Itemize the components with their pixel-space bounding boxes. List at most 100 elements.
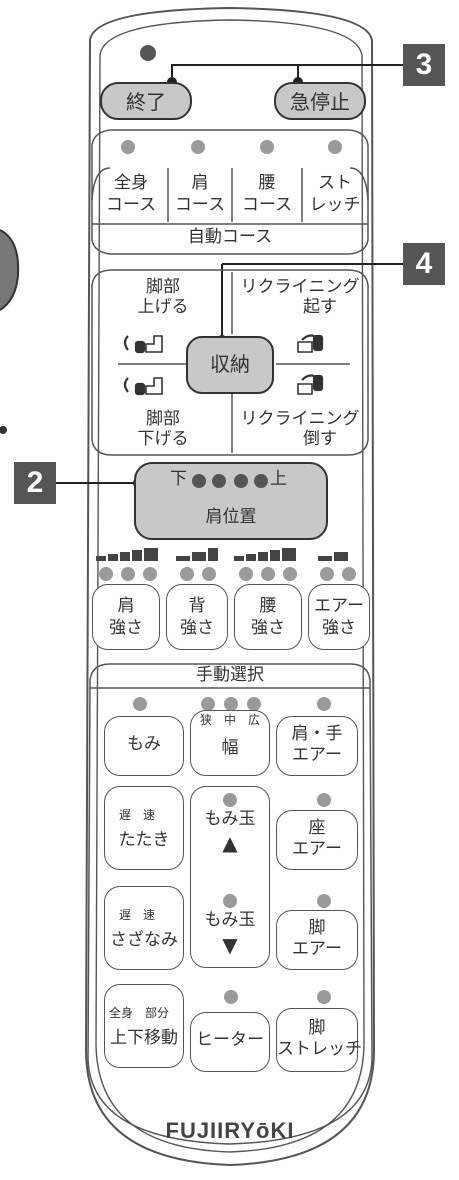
ball-panel <box>190 786 270 968</box>
waist-course-line2: コース <box>241 195 293 215</box>
shoulder-position-low-label: 下 <box>170 469 187 489</box>
waist-intensity-dot-2 <box>261 567 275 581</box>
shoulder-position-button[interactable]: 下 上 肩位置 <box>134 462 328 540</box>
waist-intensity-dot-3 <box>283 567 297 581</box>
up-arrow-icon: ▲ <box>222 831 238 855</box>
heater-label: ヒーター <box>196 1030 264 1050</box>
seat-air-button[interactable]: 座 エアー <box>276 810 358 870</box>
shoulder-intensity-dot-3 <box>143 567 157 581</box>
full-body-course-button[interactable]: 全身 コース <box>96 172 166 222</box>
stretch-course-line2: レッチ <box>309 195 361 215</box>
emergency-stop-button[interactable]: 急停止 <box>274 82 366 120</box>
air-intensity-line2: 強さ <box>322 618 356 638</box>
leg-stretch-button[interactable]: 脚 ストレッチ <box>276 1008 362 1072</box>
seat-air-line2: エアー <box>292 839 342 859</box>
recline-up-button[interactable]: リクライニング 起す <box>234 274 366 364</box>
shoulder-hand-air-button[interactable]: 肩・手 エアー <box>276 716 358 776</box>
back-intensity-dot-1 <box>180 567 194 581</box>
ball-up-button[interactable]: もみ玉 ▲ <box>190 786 270 876</box>
momi-label: もみ <box>127 734 161 754</box>
updown-whole-label: 全身 <box>109 1006 134 1020</box>
seat-air-line1: 座 <box>308 818 326 838</box>
waist-course-button[interactable]: 腰 コース <box>232 172 302 222</box>
sazanami-slow-label: 遅 <box>119 908 132 922</box>
leg-stretch-line1: 脚 <box>308 1018 326 1038</box>
callout-2: 2 <box>14 462 56 504</box>
stretch-course-line1: スト <box>318 173 352 193</box>
width-narrow-label: 狭 <box>200 713 213 727</box>
momi-button[interactable]: もみ <box>104 716 184 776</box>
emergency-stop-label: 急停止 <box>290 90 350 114</box>
tataki-slow-label: 遅 <box>119 808 132 822</box>
shoulder-hand-air-indicator <box>317 697 331 711</box>
updown-move-label: 上下移動 <box>110 1028 178 1048</box>
leg-down-button[interactable]: 脚部 下げる <box>96 366 230 454</box>
momi-indicator <box>133 697 147 711</box>
shoulder-intensity-dot-1 <box>99 567 113 581</box>
recline-down-line2: 倒す <box>303 429 337 449</box>
brand-logo: FUJIIRYōKI <box>165 1118 295 1143</box>
seat-air-indicator <box>317 793 331 807</box>
shoulder-hand-air-line2: エアー <box>292 745 342 765</box>
shoulder-course-line2: コース <box>174 195 226 215</box>
store-button[interactable]: 収納 <box>186 336 274 394</box>
air-intensity-dot-1 <box>320 567 334 581</box>
heater-indicator <box>224 990 238 1004</box>
leg-down-line1: 脚部 <box>146 409 180 429</box>
sazanami-fast-label: 速 <box>143 908 156 922</box>
updown-part-label: 部分 <box>145 1006 170 1020</box>
heater-button[interactable]: ヒーター <box>190 1012 270 1072</box>
shoulder-position-dot-4 <box>254 474 268 488</box>
width-mid-label: 中 <box>224 713 237 727</box>
side-object <box>0 229 20 311</box>
waist-course-line1: 腰 <box>258 173 276 193</box>
ball-up-label: もみ玉 <box>204 809 256 829</box>
sazanami-label: さざなみ <box>110 930 178 950</box>
leg-down-line2: 下げる <box>137 429 189 449</box>
sazanami-button[interactable]: 遅 速 さざなみ <box>104 886 184 970</box>
shoulder-course-button[interactable]: 肩 コース <box>168 172 232 222</box>
leg-stretch-line2: ストレッチ <box>277 1039 362 1059</box>
shoulder-intensity-button[interactable]: 肩 強さ <box>92 584 160 650</box>
full-body-course-line2: コース <box>105 195 157 215</box>
width-label: 幅 <box>221 738 239 758</box>
shoulder-position-high-label: 上 <box>270 469 287 489</box>
tataki-button[interactable]: 遅 速 たたき <box>104 786 184 870</box>
ball-down-button[interactable]: もみ玉 ▼ <box>190 878 270 968</box>
stretch-course-button[interactable]: スト レッチ <box>302 172 368 222</box>
leg-up-line2: 上げる <box>137 297 189 317</box>
air-intensity-line1: エアー <box>314 596 364 616</box>
back-intensity-dot-2 <box>202 567 216 581</box>
leg-air-button[interactable]: 脚 エアー <box>276 910 358 970</box>
back-intensity-button[interactable]: 背 強さ <box>166 584 228 650</box>
leg-up-button[interactable]: 脚部 上げる <box>96 274 230 364</box>
shoulder-intensity-line1: 肩 <box>117 596 135 616</box>
shoulder-course-line1: 肩 <box>191 173 209 193</box>
manual-select-header: 手動選択 <box>196 665 264 685</box>
width-wide-label: 広 <box>248 713 261 727</box>
waist-intensity-button[interactable]: 腰 強さ <box>234 584 302 650</box>
down-arrow-icon: ▼ <box>222 933 238 957</box>
recline-down-line1: リクライニング <box>240 409 360 429</box>
recline-down-button[interactable]: リクライニング 倒す <box>234 366 366 454</box>
tataki-label: たたき <box>118 830 170 850</box>
end-button[interactable]: 終了 <box>100 82 192 120</box>
shoulder-position-label: 肩位置 <box>205 507 257 527</box>
recline-up-line2: 起す <box>303 297 337 317</box>
back-intensity-line2: 強さ <box>180 618 214 638</box>
shoulder-position-dot-1 <box>192 474 206 488</box>
leg-stretch-indicator <box>317 990 331 1004</box>
store-label: 収納 <box>210 352 250 376</box>
auto-course-label: 自動コース <box>187 227 273 247</box>
callout-3: 3 <box>403 44 445 86</box>
air-intensity-button[interactable]: エアー 強さ <box>308 584 370 650</box>
ball-down-label: もみ玉 <box>204 910 256 930</box>
width-button[interactable]: 狭 中 広 幅 <box>190 710 270 776</box>
shoulder-hand-air-line1: 肩・手 <box>291 724 343 744</box>
ball-down-indicator <box>223 894 237 908</box>
updown-move-button[interactable]: 全身 部分 上下移動 <box>104 984 184 1068</box>
leg-air-line2: エアー <box>292 939 342 959</box>
shoulder-intensity-line2: 強さ <box>109 618 143 638</box>
width-mid-indicator <box>224 697 238 711</box>
